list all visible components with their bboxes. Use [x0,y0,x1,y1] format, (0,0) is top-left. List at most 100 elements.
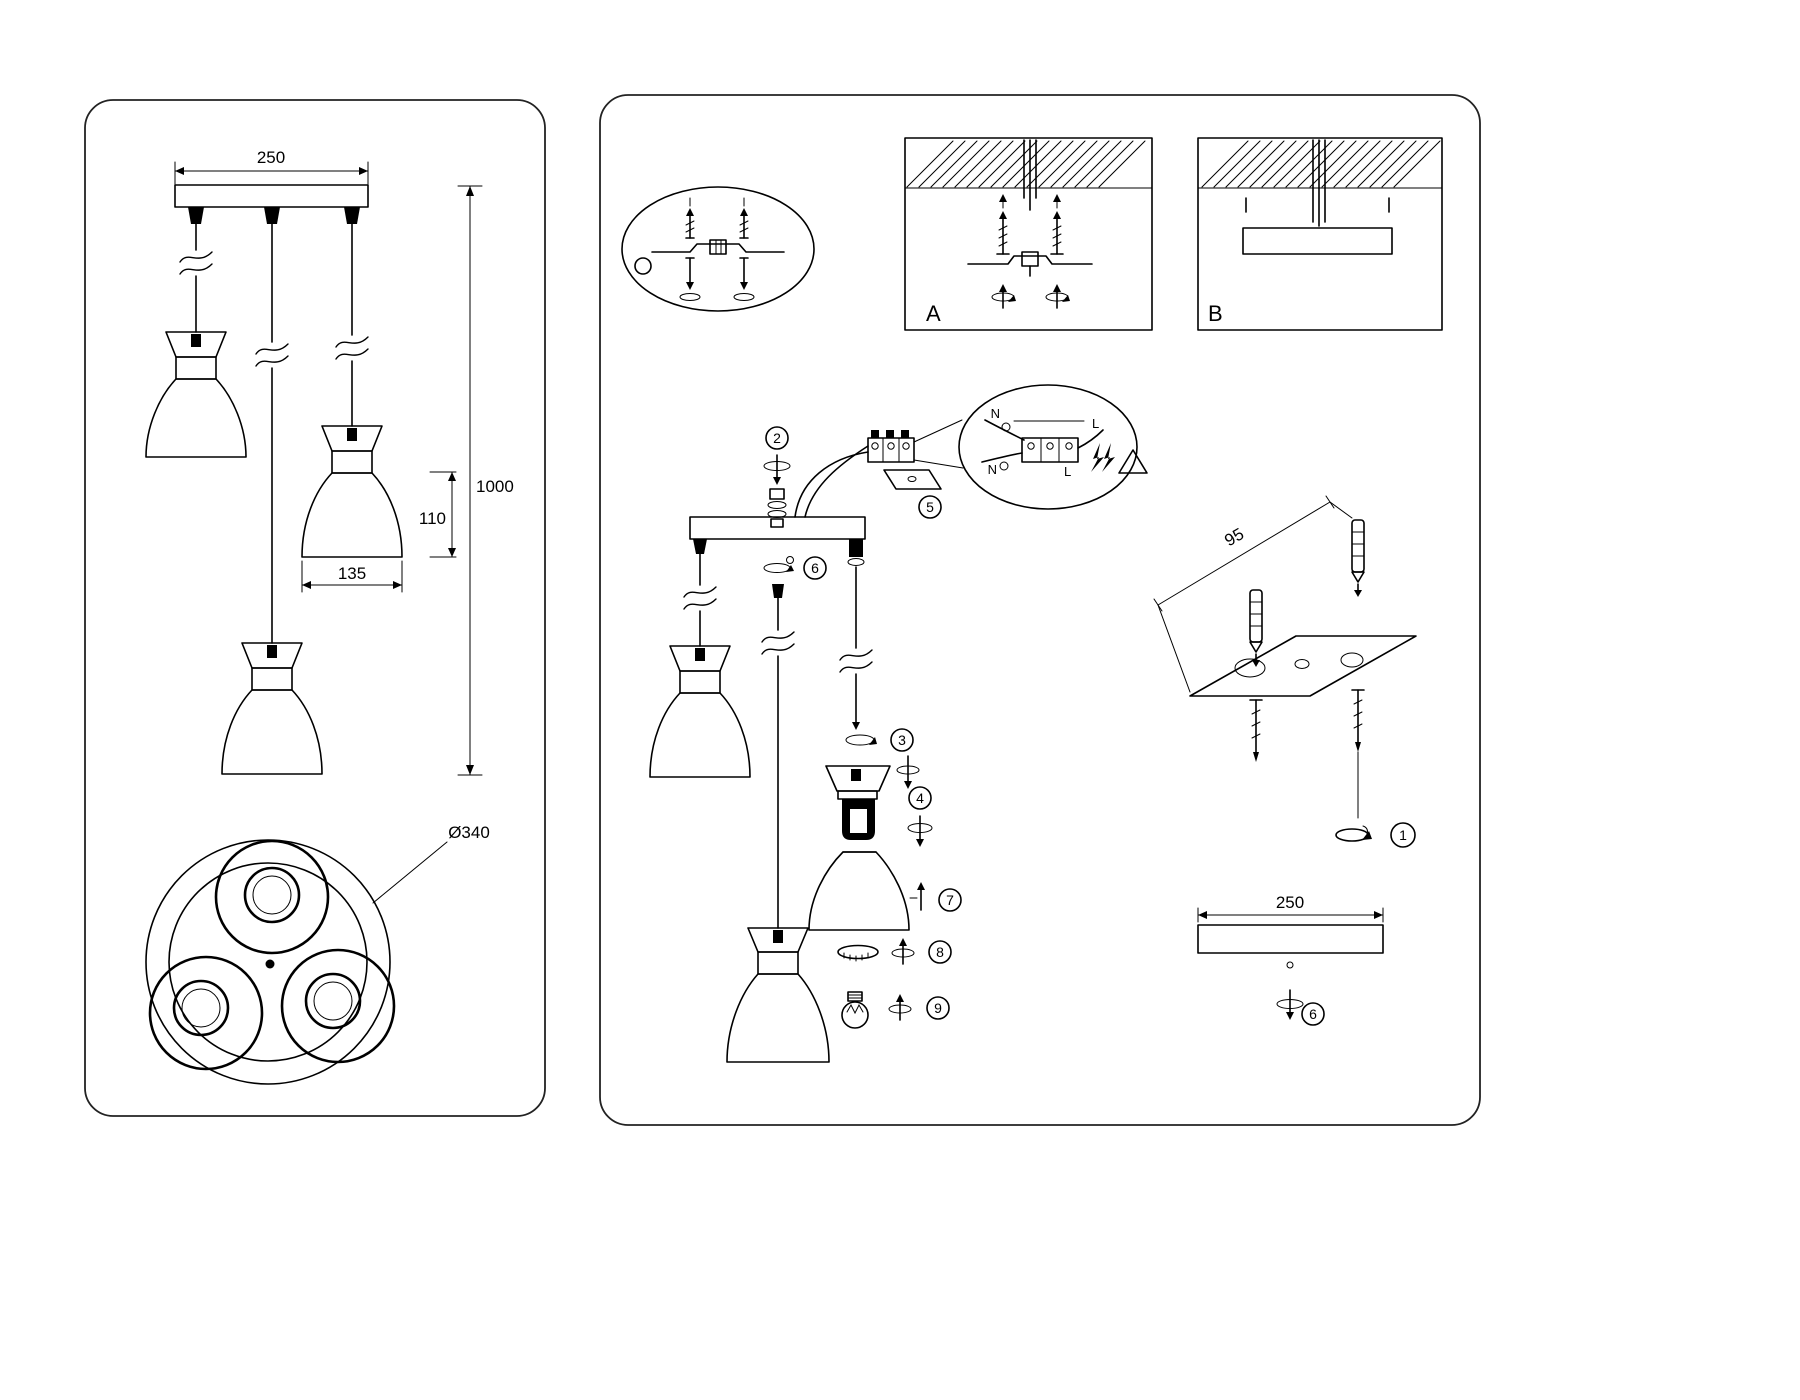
assembly-canopy [689,516,866,540]
dim-base-diameter-label: Ø340 [448,823,490,842]
bottom-view: Ø340 [145,823,490,1085]
mount-a-screw-left [996,194,1010,255]
rotate-icon [888,1004,912,1014]
wall-anchor-left [1249,589,1263,667]
wire-l-top-label: L [1092,416,1099,431]
wire-n-bottom-label: N [988,462,997,477]
step-6-bottom-number: 6 [1309,1006,1317,1022]
wires [1312,139,1326,227]
step-8-badge [928,940,952,964]
step-6-bottom: 6 [1276,989,1325,1026]
wire [981,452,1023,463]
mount-a-bracket [967,255,1093,265]
dim-shade-width-label: 135 [338,564,366,583]
lamp-socket [837,790,878,840]
bracket-screw-up-right [739,197,749,239]
mount-screw-left [1249,699,1263,762]
rotate-icon [891,948,915,958]
step-3-badge [890,728,914,752]
step-3: 3 [845,728,914,752]
variant-a-label: A [926,301,941,326]
step-4-number: 4 [916,790,924,806]
mount-a-rotate-right [1045,284,1070,309]
canopy-width-dimension: 250 [174,148,369,185]
step-9-number: 9 [934,1000,942,1016]
wiring-detail-oval: N L N L [958,384,1148,510]
ceiling-hatch [906,140,1146,188]
wire-n-top-label: N [991,406,1000,421]
installation-panel: A B 2 [599,94,1481,1126]
rotate-icon [896,765,920,775]
cord-grip-left [188,207,204,224]
step-2-badge [765,426,789,450]
cord-grip-middle [264,207,280,224]
bracket-screw-down-left [685,257,695,290]
step-4-badge [908,786,932,810]
assembly-cord-left [683,553,717,647]
cord-grip-right [344,207,360,224]
mounting-plate [1189,635,1417,697]
step-5: 5 [918,495,942,519]
bracket-detail-oval [621,186,815,312]
step-8: 8 [837,938,952,965]
rotate-icon [679,293,701,301]
terminal-block [867,430,915,463]
canopy-front-view: 250 6 [1197,893,1384,1026]
shade-ring [837,944,879,960]
step-6-canopy: 6 [763,556,827,580]
cord-right [335,223,369,427]
step-8-number: 8 [936,944,944,960]
rotate-icon [907,823,933,833]
wires [1023,139,1037,211]
dim-shade-height-label: 110 [419,509,446,528]
variant-b-label: B [1208,301,1223,326]
wire [1077,429,1104,449]
wall-anchor-right [1351,519,1365,597]
assembly-view: 2 [649,384,1148,1063]
shade-height-dimension: 110 [419,471,457,558]
step-7: 7 [909,882,962,912]
terminal-screw-icon [1001,422,1011,432]
shade-width-dimension: 135 [301,560,403,593]
step-9: 9 [841,991,950,1029]
dimension-panel: 250 [84,99,546,1117]
pendant-left [145,331,247,458]
bracket-screw-up-left [685,197,695,239]
wire [804,445,869,518]
cord-left [179,223,213,333]
step-1: 1 [1335,822,1416,848]
step-6-badge [1301,1002,1325,1026]
assembly-cord-right [839,566,873,730]
step-2-number: 2 [773,430,781,446]
bracket-mounting-detail: 95 [1153,495,1417,848]
bulb-icon [841,1001,869,1029]
step-2: 2 [763,426,791,528]
socket-cap [825,765,891,792]
step-3-number: 3 [898,732,906,748]
wire-l-bottom-label: L [1064,464,1071,479]
rotate-icon [763,563,791,573]
ceiling-hatch [1201,140,1441,188]
lightning-icon [1102,443,1115,472]
mount-a-screw-right [1050,194,1064,255]
right-panel-border [599,94,1481,1126]
dim-drop-label: 1000 [476,477,514,496]
mount-option-b: B [1197,137,1443,331]
cap-screw-arrow [896,755,920,789]
mount-screw-right [1351,689,1365,752]
dim-bracket-label: 95 [1221,524,1247,550]
rotate-icon [1276,999,1304,1009]
step-1-badge [1390,822,1416,848]
cord-middle [255,223,289,644]
terminal-plate [883,469,942,490]
pendant-middle [221,642,323,775]
bulb-base [847,991,863,1002]
assembly-cord-middle [761,597,795,929]
mount-b-plate [1242,227,1393,255]
lightning-icon [1091,443,1104,472]
assembly-pendant-left [649,645,751,778]
rotate-icon [845,734,875,746]
terminal-screw-icon [999,461,1009,471]
canopy-bar [174,184,369,208]
overall-drop-dimension: 1000 [457,185,514,776]
